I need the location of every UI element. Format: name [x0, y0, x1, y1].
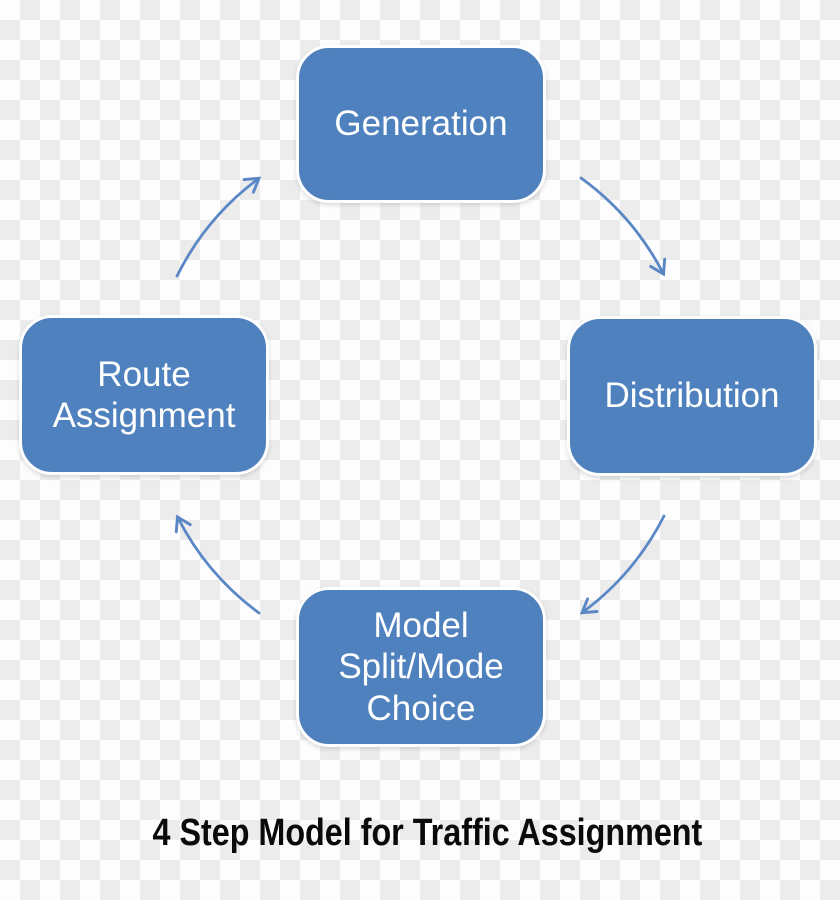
- diagram-caption: 4 Step Model for Traffic Assignment: [0, 812, 840, 855]
- node-route-assignment: Route Assignment: [19, 315, 269, 475]
- arrow-generation-to-distribution: [579, 176, 667, 277]
- arrow-distribution-to-mode-choice: [579, 514, 666, 615]
- node-mode-choice-label: Model Split/Mode Choice: [338, 606, 504, 728]
- node-route-assignment-label: Route Assignment: [52, 354, 236, 435]
- arrow-route-assignment-to-generation: [175, 176, 262, 278]
- node-mode-choice: Model Split/Mode Choice: [296, 587, 546, 747]
- node-distribution: Distribution: [567, 316, 817, 476]
- node-distribution-label: Distribution: [604, 376, 780, 416]
- node-generation-label: Generation: [334, 104, 508, 144]
- diagram-caption-text: 4 Step Model for Traffic Assignment: [152, 812, 702, 854]
- arrow-mode-choice-to-route-assignment: [174, 514, 261, 615]
- node-generation: Generation: [296, 45, 546, 203]
